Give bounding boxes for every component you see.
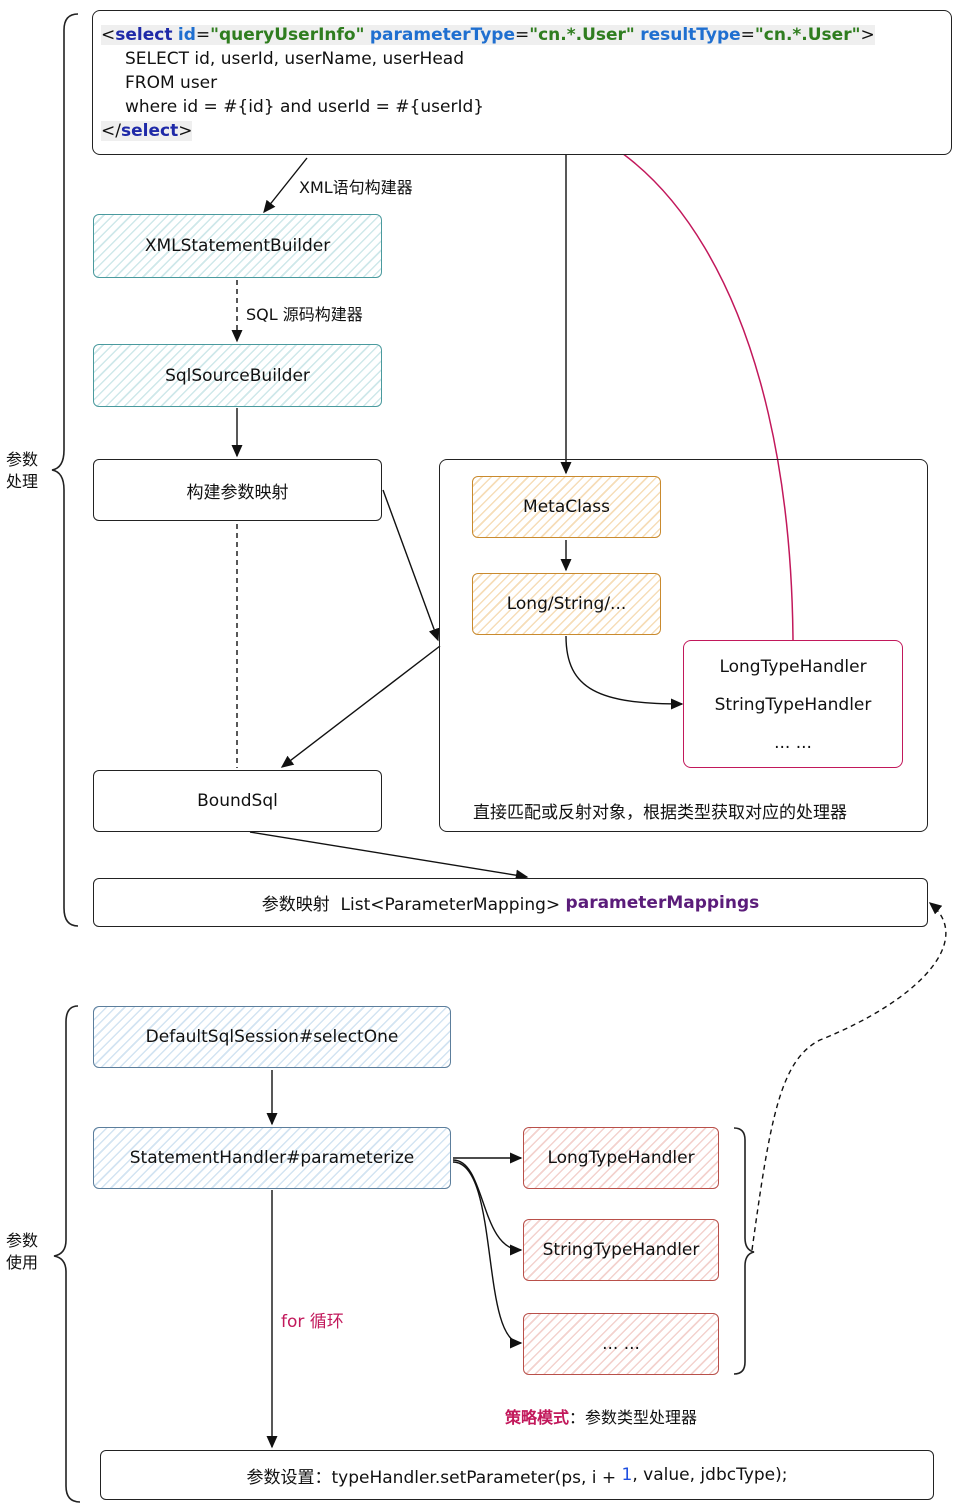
label-strategy-rest: ：参数类型处理器 bbox=[569, 1408, 698, 1427]
code-line-1: <select id="queryUserInfo" parameterType… bbox=[101, 25, 875, 45]
code-condition: id = #{id} and userId = #{userId} bbox=[182, 97, 485, 117]
label-param-usage: 参数 使用 bbox=[6, 1231, 39, 1272]
code-attr: resultType bbox=[640, 25, 741, 45]
set-parameter-text: 参数设置：typeHandler.setParameter(ps, i + bbox=[246, 1467, 622, 1488]
code-line-5: </select> bbox=[101, 121, 193, 141]
brace-param-processing bbox=[51, 13, 79, 927]
arrow-build-to-group bbox=[382, 489, 440, 642]
label-strategy-bold: 策略模式 bbox=[505, 1408, 570, 1427]
arrow-boundsql-to-mapping bbox=[249, 831, 529, 881]
label-xml-builder: XML语句构建器 bbox=[299, 178, 413, 197]
code-value: "cn.*.User" bbox=[754, 25, 861, 45]
set-parameter-box: 参数设置：typeHandler.setParameter(ps, i + 1,… bbox=[100, 1450, 934, 1500]
type-resolution-group bbox=[439, 459, 928, 832]
code-line-4: where id = #{id} and userId = #{userId} bbox=[125, 97, 484, 117]
set-parameter-num: 1 bbox=[621, 1465, 633, 1485]
long-string-box: Long/String/... bbox=[472, 573, 661, 635]
param-mapping-text: 参数映射 List<ParameterMapping> bbox=[261, 895, 566, 915]
build-param-mapping-box: 构建参数映射 bbox=[93, 459, 382, 521]
code-token: > bbox=[178, 121, 193, 141]
code-value: "queryUserInfo" bbox=[210, 25, 365, 45]
bound-sql-box: BoundSql bbox=[93, 770, 382, 832]
code-token: where bbox=[125, 97, 178, 117]
type-handlers-box: LongTypeHandler StringTypeHandler ... ..… bbox=[683, 640, 903, 768]
r-string-type-handler-box: StringTypeHandler bbox=[523, 1219, 719, 1281]
handler-string: StringTypeHandler bbox=[714, 695, 872, 715]
code-attr: id bbox=[177, 25, 196, 45]
r-long-type-handler-box: LongTypeHandler bbox=[523, 1127, 719, 1189]
brace-handlers bbox=[733, 1127, 755, 1375]
mapper-xml-code: <select id="queryUserInfo" parameterType… bbox=[92, 10, 952, 155]
code-value: "cn.*.User" bbox=[529, 25, 635, 45]
arrow-group-to-boundsql bbox=[280, 645, 441, 768]
param-mapping-var: parameterMappings bbox=[565, 892, 760, 913]
set-parameter-suffix: , value, jdbcType); bbox=[632, 1465, 788, 1485]
sql-source-builder-box: SqlSourceBuilder bbox=[93, 344, 382, 407]
handler-long: LongTypeHandler bbox=[719, 657, 867, 677]
brace-param-usage bbox=[53, 1005, 81, 1503]
code-attr: parameterType bbox=[369, 25, 515, 45]
code-tag: select bbox=[120, 121, 179, 141]
arrow-to-r-more bbox=[452, 1161, 523, 1349]
param-mapping-box: 参数映射 List<ParameterMapping> parameterMap… bbox=[93, 878, 928, 927]
default-sql-session-box: DefaultSqlSession#selectOne bbox=[93, 1006, 451, 1068]
xml-statement-builder-box: XMLStatementBuilder bbox=[93, 214, 382, 278]
r-more-type-handler-box: ... ... bbox=[523, 1313, 719, 1375]
group-caption: 直接匹配或反射对象，根据类型获取对应的处理器 bbox=[473, 803, 847, 823]
arrow-to-r-string bbox=[452, 1159, 523, 1256]
dashed-handlers-to-mapping bbox=[751, 902, 947, 1251]
label-strategy: 策略模式：参数类型处理器 bbox=[505, 1404, 697, 1428]
label-param-processing: 参数 处理 bbox=[6, 450, 39, 491]
statement-handler-box: StatementHandler#parameterize bbox=[93, 1127, 451, 1189]
code-token: < bbox=[101, 25, 116, 45]
code-token: = bbox=[515, 25, 530, 45]
label-for-loop: for 循环 bbox=[281, 1312, 344, 1332]
meta-class-box: MetaClass bbox=[472, 476, 661, 538]
code-tag: select bbox=[115, 25, 173, 45]
code-line-3: FROM user bbox=[125, 73, 218, 93]
code-token: = bbox=[740, 25, 755, 45]
handler-more: ... ... bbox=[774, 733, 812, 753]
code-token: > bbox=[860, 25, 875, 45]
code-token: </ bbox=[101, 121, 121, 141]
code-line-2: SELECT id, userId, userName, userHead bbox=[125, 49, 464, 69]
code-token: = bbox=[195, 25, 211, 45]
label-sql-source-builder: SQL 源码构建器 bbox=[246, 305, 363, 324]
